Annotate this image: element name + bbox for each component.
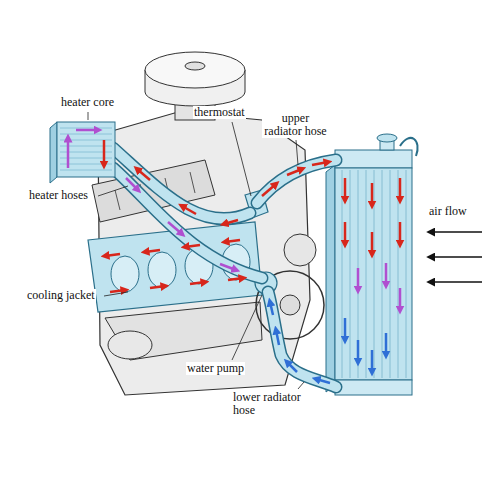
hoses-part <box>268 292 336 387</box>
flow-arrows-part <box>344 222 347 244</box>
part-label: cooling jacket <box>26 289 96 302</box>
hoses-part <box>257 160 336 203</box>
leader-lines-part <box>104 292 128 296</box>
leader-lines-part <box>296 140 298 165</box>
radiator-part <box>326 165 335 392</box>
engine-part <box>111 256 139 292</box>
flow-arrows-part <box>276 330 279 345</box>
part-label: upper radiator hose <box>262 112 329 138</box>
starter <box>108 331 152 359</box>
heater-core-part <box>50 122 57 183</box>
hoses-part <box>257 160 336 203</box>
flow-arrows-part <box>262 184 276 196</box>
engine <box>88 52 324 395</box>
flow-arrows-part <box>220 264 236 270</box>
flow-arrows-part <box>182 206 196 214</box>
flow-arrows-part <box>344 178 347 200</box>
alternator <box>284 234 316 266</box>
flow-arrows-part <box>371 350 374 372</box>
leader-lines-part <box>232 122 251 196</box>
flow-arrows-part <box>185 245 200 247</box>
leader-lines-part <box>98 186 128 196</box>
hoses-part <box>268 292 336 387</box>
radiator-part <box>335 168 412 380</box>
flow-arrows-part <box>399 222 402 244</box>
part-label: thermostat <box>193 106 246 119</box>
radiator-part <box>342 170 406 378</box>
flow-arrows-part <box>225 240 240 242</box>
flow-arrows-part <box>270 302 273 315</box>
flow-arrows-part <box>190 282 205 284</box>
flow-arrows-part <box>399 288 402 310</box>
leader-lines-part <box>232 295 262 360</box>
flow-arrows <box>68 130 400 383</box>
air-flow-arrows-part <box>428 281 482 282</box>
leader-lines <box>88 112 304 389</box>
engine-part <box>145 52 245 88</box>
flow-arrows-part <box>344 318 347 340</box>
air-flow-arrows-part <box>428 231 482 232</box>
leader-lines-part <box>298 382 304 389</box>
engine-part <box>148 252 176 288</box>
flow-arrows-part <box>228 278 243 280</box>
hoses <box>113 148 336 387</box>
part-label: heater core <box>60 96 115 109</box>
flow-arrows-part <box>385 333 388 355</box>
flow-arrows-part <box>105 254 120 256</box>
hoses-part <box>113 168 262 278</box>
flow-arrows-part <box>287 169 302 175</box>
heater-core-part <box>60 128 112 170</box>
leader-lines-part <box>88 112 89 120</box>
part-label: water pump <box>186 362 245 375</box>
heater-core <box>50 122 115 183</box>
flow-arrows-part <box>312 162 328 165</box>
part-label: air flow <box>428 205 468 218</box>
flow-arrows-part <box>287 362 297 372</box>
flow-arrows-part <box>357 268 360 290</box>
flow-arrows-part <box>137 169 150 180</box>
flow-arrows-part <box>103 140 106 165</box>
radiator-part <box>335 150 412 168</box>
flow-arrows-part <box>150 286 165 288</box>
part-label: lower radiator hose <box>232 391 306 417</box>
part-label: heater hoses <box>28 189 89 202</box>
radiator-part <box>335 380 412 395</box>
flow-arrows-part <box>67 138 70 168</box>
flow-arrows-part <box>357 340 360 362</box>
engine-part <box>280 295 300 315</box>
flow-arrows-part <box>126 178 138 190</box>
radiator-part <box>377 134 397 142</box>
engine-part <box>105 302 262 360</box>
flow-arrows-part <box>224 220 238 224</box>
flow-arrows-part <box>399 178 402 200</box>
hoses-part <box>113 168 262 278</box>
flow-arrows-part <box>371 232 374 254</box>
air-flow-arrows <box>428 232 482 282</box>
flow-arrows-part <box>76 129 98 132</box>
air-flow-arrows-part <box>428 256 482 257</box>
radiator <box>326 134 418 395</box>
flow-arrows-part <box>168 222 182 234</box>
flow-arrows-part <box>145 250 160 252</box>
heater-core-part <box>57 122 115 177</box>
flow-arrows-part <box>110 290 125 292</box>
flow-arrows-part <box>371 183 374 205</box>
flow-arrows-part <box>385 263 388 285</box>
engine-part <box>185 62 205 70</box>
flow-arrows-part <box>316 379 330 383</box>
